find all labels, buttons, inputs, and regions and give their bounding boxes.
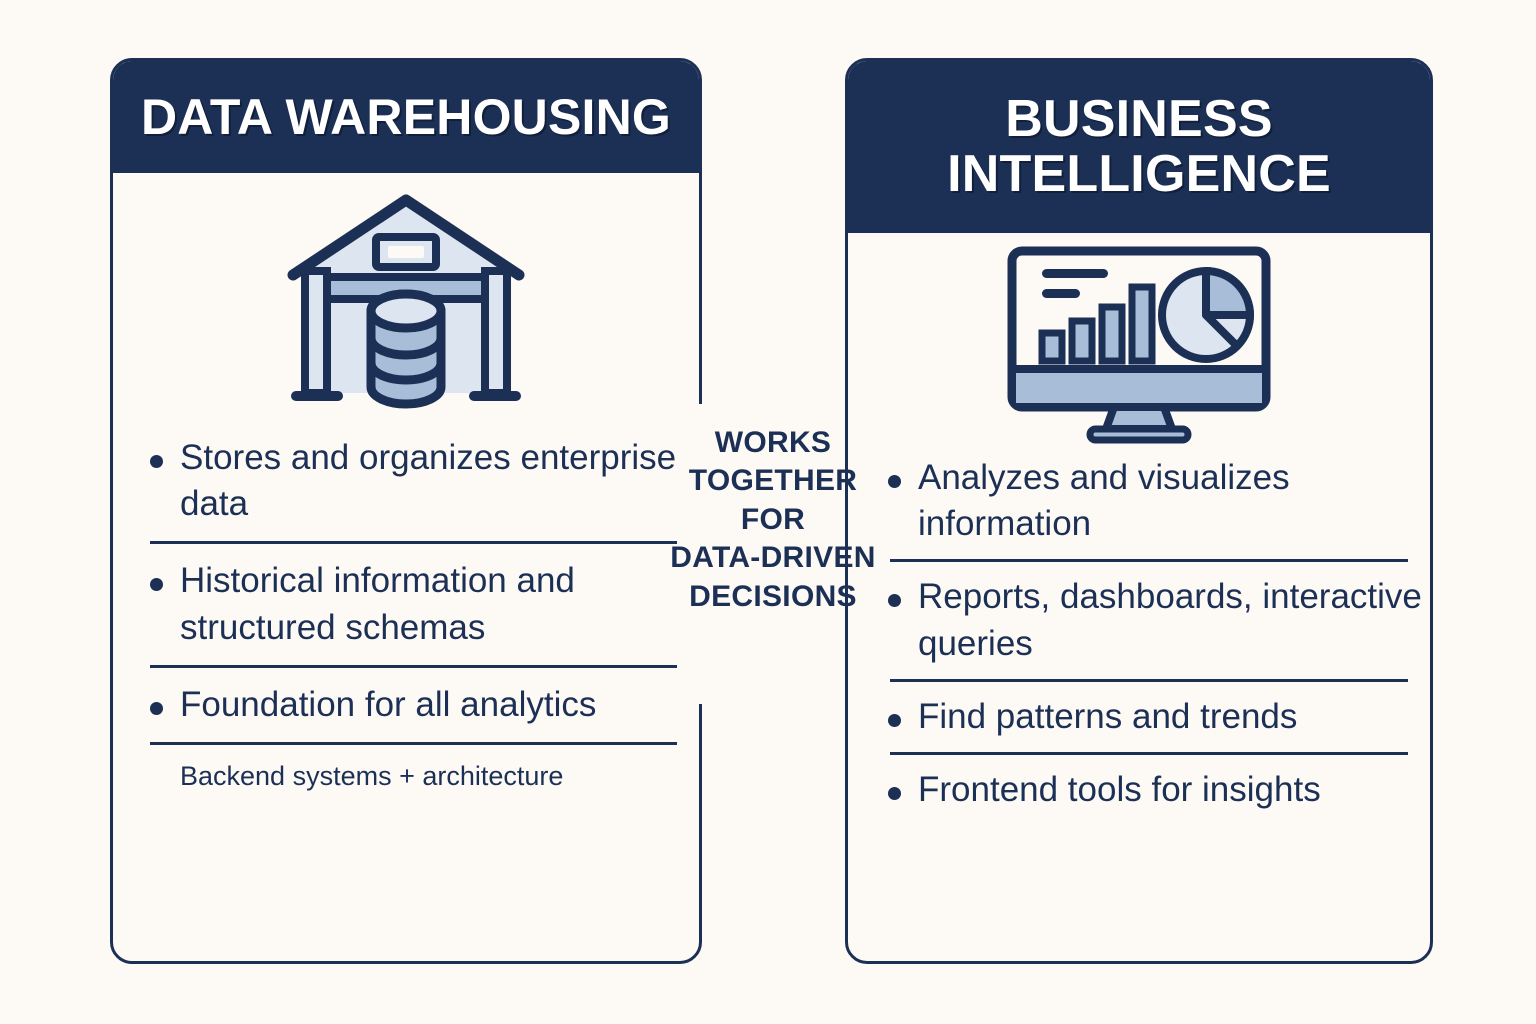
monitor-icon-container [848, 233, 1430, 455]
list-item: Foundation for all analytics [138, 682, 699, 728]
bullet-label: Frontend tools for insights [918, 769, 1321, 809]
data-warehousing-footnote: Backend systems + architecture [180, 760, 564, 791]
list-divider [890, 559, 1408, 563]
monitor-dashboard-icon [998, 243, 1280, 445]
list-divider [890, 678, 1408, 682]
bullet-label: Analyzes and visualizes information [918, 458, 1290, 544]
data-warehousing-bullet-list: Stores and organizes enterprise data His… [113, 435, 699, 794]
list-divider [150, 664, 677, 668]
works-together-connector-text: WORKS TOGETHER FOR DATA-DRIVEN DECISIONS [670, 426, 876, 613]
list-item: Reports, dashboards, interactive queries [876, 574, 1430, 666]
business-intelligence-header: BUSINESS INTELLIGENCE [848, 61, 1430, 233]
bullet-label: Find patterns and trends [918, 696, 1298, 736]
list-divider [150, 741, 677, 745]
list-divider [890, 751, 1408, 755]
list-item: Find patterns and trends [876, 694, 1430, 740]
business-intelligence-card: BUSINESS INTELLIGENCE [845, 58, 1433, 964]
bullet-label: Foundation for all analytics [180, 684, 597, 724]
connector-border-gap [690, 404, 716, 704]
list-item: Analyzes and visualizes information [876, 455, 1430, 547]
list-item: Frontend tools for insights [876, 767, 1430, 813]
list-item: Historical information and structured sc… [138, 558, 699, 650]
warehouse-icon-container [113, 173, 699, 435]
data-warehousing-body: Stores and organizes enterprise data His… [113, 173, 699, 794]
data-warehousing-title: DATA WAREHOUSING [140, 88, 672, 145]
business-intelligence-body: Analyzes and visualizes information Repo… [848, 233, 1430, 813]
list-item: Stores and organizes enterprise data [138, 435, 699, 527]
business-intelligence-title: BUSINESS INTELLIGENCE [947, 89, 1331, 203]
business-intelligence-bullet-list: Analyzes and visualizes information Repo… [848, 455, 1430, 813]
bullet-label: Reports, dashboards, interactive queries [918, 577, 1422, 663]
bullet-label: Stores and organizes enterprise data [180, 438, 677, 524]
data-warehousing-header: DATA WAREHOUSING [113, 61, 699, 173]
bullet-label: Historical information and structured sc… [180, 561, 575, 647]
data-warehousing-card: DATA WAREHOUSING [110, 58, 702, 964]
warehouse-database-icon [275, 193, 537, 415]
list-divider [150, 541, 677, 545]
